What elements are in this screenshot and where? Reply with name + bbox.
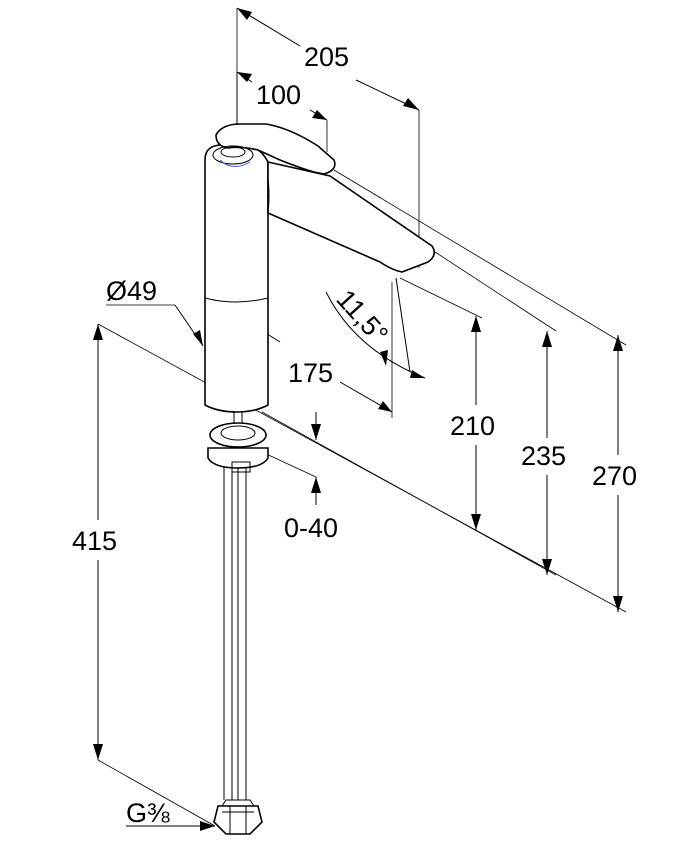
dim-49: Ø49 (106, 276, 157, 306)
cartridge-cap (212, 145, 254, 165)
arrowheads (93, 8, 623, 831)
mounting-washer (209, 422, 267, 448)
dim-270: 270 (592, 461, 637, 491)
dimension-lines (97, 7, 619, 827)
dim-0-40: 0-40 (284, 513, 338, 543)
dim-235: 235 (521, 441, 566, 471)
lever-handle (215, 123, 336, 175)
dim-175: 175 (288, 358, 333, 388)
dim-415: 415 (72, 526, 117, 556)
faucet-body (204, 123, 436, 835)
dim-210: 210 (450, 411, 495, 441)
mounting-nut (207, 447, 269, 469)
faucet-column (204, 144, 269, 413)
faucet-spout (267, 160, 436, 273)
extension-lines (97, 8, 627, 827)
thread-size-label: G⅜ (126, 798, 170, 828)
hose-connector (213, 805, 263, 835)
dim-205: 205 (304, 42, 349, 72)
dimension-labels: 205 100 Ø49 11,5° 175 210 235 270 415 0-… (72, 42, 637, 828)
accent-arc (219, 159, 251, 167)
dim-100: 100 (256, 80, 301, 110)
